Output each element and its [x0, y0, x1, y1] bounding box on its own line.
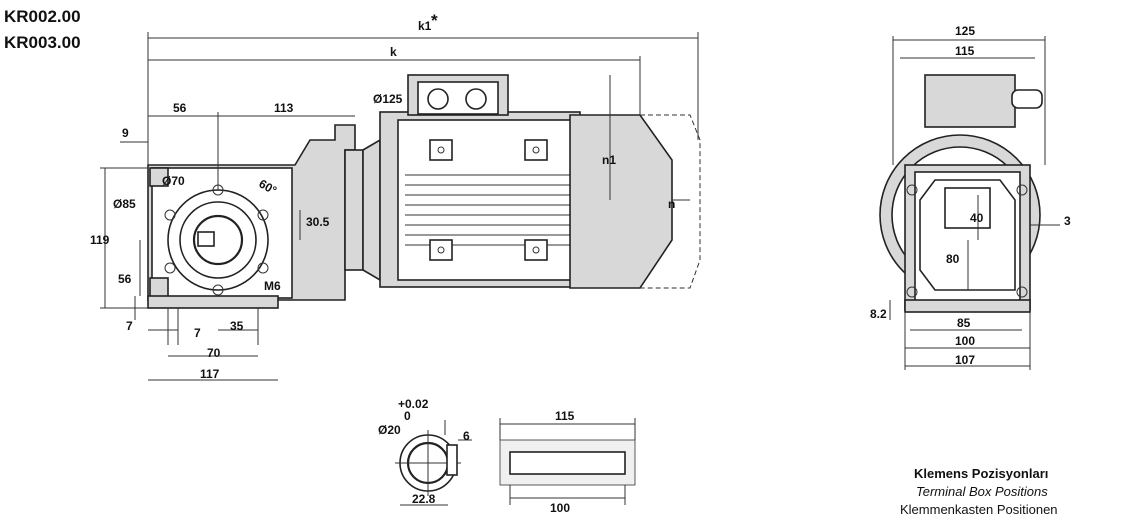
- label-56b: 56: [118, 272, 132, 286]
- shaft-section: [395, 420, 472, 506]
- side-view: [147, 74, 701, 345]
- label-front-107: 107: [955, 353, 975, 367]
- front-view: [879, 74, 1043, 313]
- label-d70: Ø70: [162, 174, 185, 188]
- label-tol-zero: 0: [404, 409, 411, 423]
- label-6: 6: [463, 429, 470, 443]
- label-119: 119: [90, 233, 110, 247]
- label-front-85: 85: [957, 316, 971, 330]
- label-9: 9: [122, 126, 129, 140]
- label-7h: 7: [194, 326, 201, 340]
- label-7v: 7: [126, 319, 133, 333]
- label-56: 56: [173, 101, 187, 115]
- legend-tr: Klemens Pozisyonları: [914, 466, 1048, 481]
- label-70: 70: [207, 346, 221, 360]
- label-d85: Ø85: [113, 197, 136, 211]
- bore-inner: [192, 214, 244, 266]
- label-front-100: 100: [955, 334, 975, 348]
- label-hollow-115: 115: [555, 409, 575, 423]
- label-117: 117: [200, 367, 220, 381]
- label-22-8: 22.8: [412, 492, 436, 506]
- label-hollow-100: 100: [550, 501, 570, 515]
- label-front-40: 40: [970, 211, 984, 225]
- front-view-dimensions: [889, 36, 1060, 370]
- label-n1: n1: [602, 153, 616, 167]
- model-title-1: KR002.00: [4, 7, 81, 26]
- label-front-3: 3: [1064, 214, 1071, 228]
- label-35: 35: [230, 319, 244, 333]
- label-front-8-2: 8.2: [870, 307, 887, 321]
- legend-de: Klemmenkasten Positionen: [900, 502, 1058, 517]
- label-k: k: [390, 45, 397, 59]
- model-title-2: KR003.00: [4, 33, 81, 52]
- label-m6: M6: [264, 279, 281, 293]
- label-front-125: 125: [955, 24, 975, 38]
- side-view-dimensions: [100, 32, 699, 381]
- label-front-80: 80: [946, 252, 960, 266]
- label-k1-star: *: [431, 11, 438, 30]
- label-front-115: 115: [955, 44, 975, 58]
- hollow-shaft: [499, 418, 636, 505]
- front-terminal-box: [924, 74, 1016, 128]
- legend-en: Terminal Box Positions: [916, 484, 1048, 499]
- label-tol-plus: +0.02: [398, 397, 429, 411]
- label-30-5: 30.5: [306, 215, 330, 229]
- label-113: 113: [274, 101, 294, 115]
- label-n: n: [668, 197, 675, 211]
- fan-cover: [569, 114, 673, 289]
- label-k1: k1: [418, 19, 432, 33]
- label-d20: Ø20: [378, 423, 401, 437]
- bore-outer: [179, 201, 257, 279]
- label-d125: Ø125: [373, 92, 403, 106]
